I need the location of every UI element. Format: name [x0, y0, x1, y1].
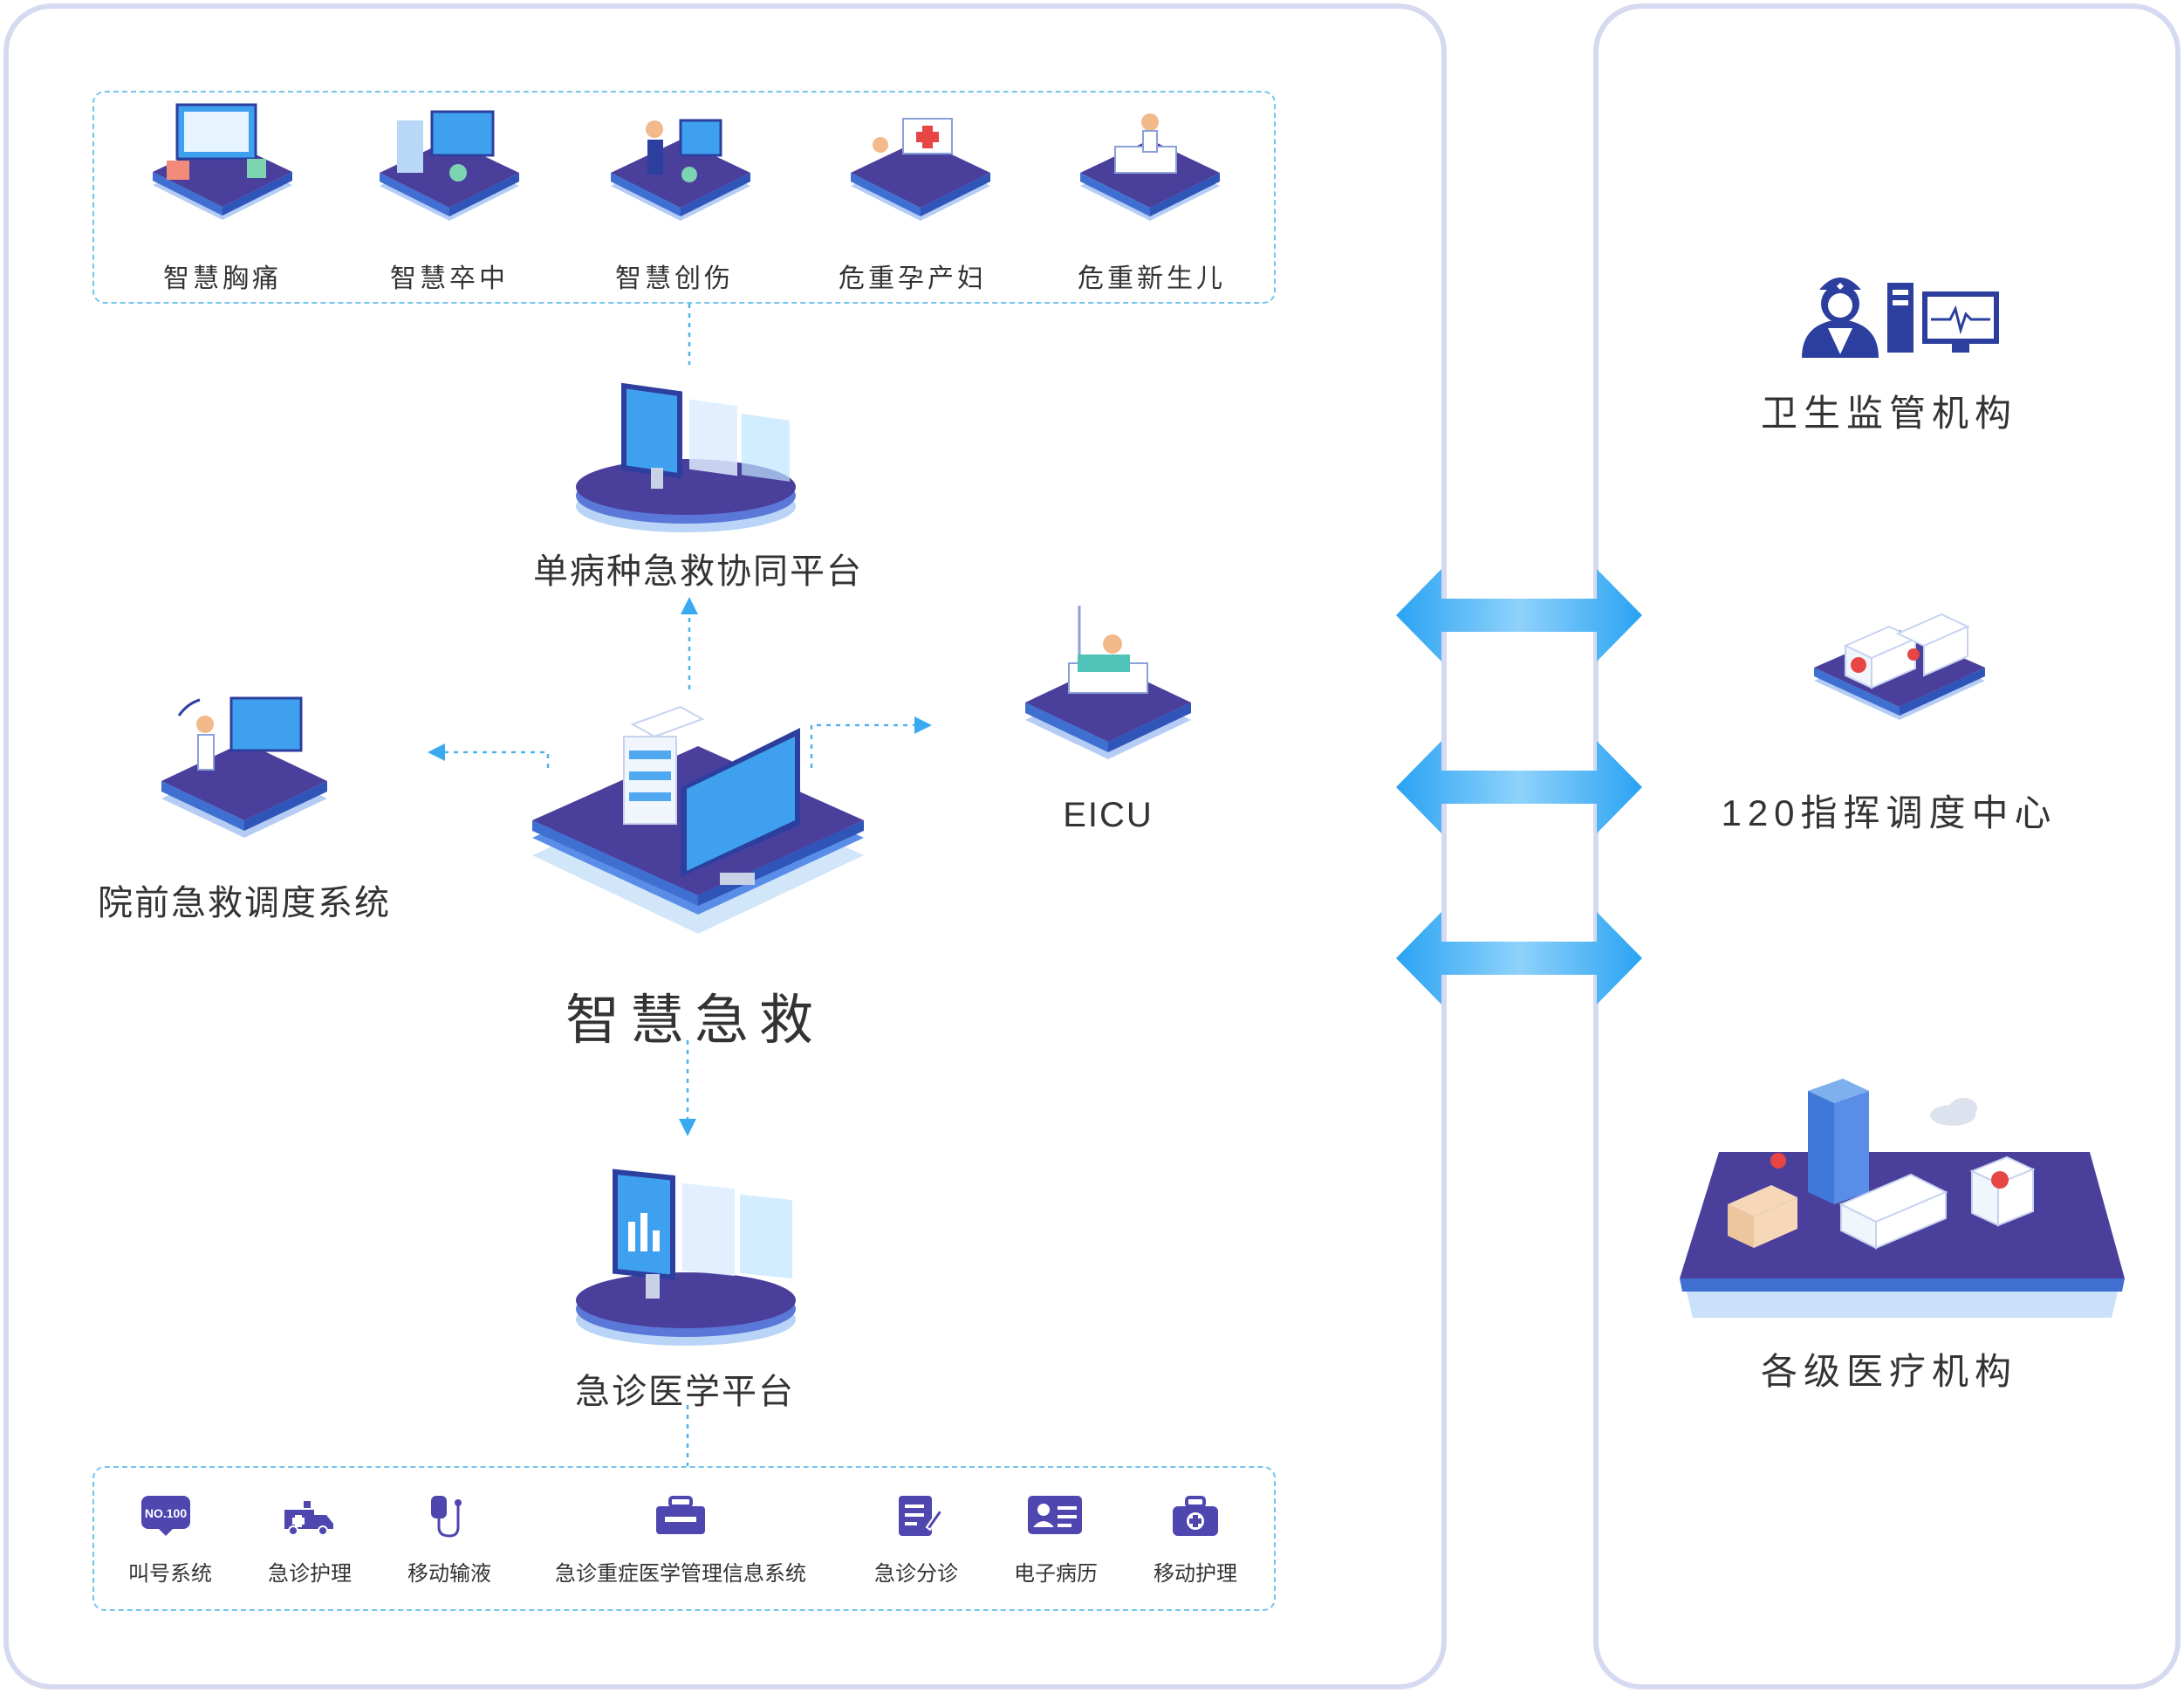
- module-stroke: 智慧卒中: [390, 264, 509, 293]
- emergency-platform-illustration: [576, 1169, 796, 1346]
- ambulance-icon: [284, 1501, 333, 1536]
- module-critical-maternal: 危重孕产妇: [839, 264, 987, 293]
- arrow-up-icon: [681, 597, 698, 614]
- number-badge-icon: NO.100: [141, 1496, 190, 1536]
- number-badge-text: NO.100: [145, 1506, 187, 1520]
- dispatch-center-label: 120指挥调度中心: [1721, 792, 2057, 833]
- arrow-left-icon: [428, 744, 445, 761]
- system-queue-calling: 叫号系统: [128, 1562, 212, 1586]
- arrow-right-icon: [914, 716, 932, 734]
- system-mobile-infusion: 移动输液: [407, 1562, 491, 1586]
- medical-kit-icon: [656, 1496, 705, 1534]
- link-center-to-eicu: [810, 723, 916, 768]
- center-platform-illustration: [532, 705, 864, 934]
- clipboard-icon: [899, 1496, 942, 1536]
- dispatch-center-illustration: [1814, 613, 1985, 720]
- chest-pain-illustration: [153, 103, 292, 220]
- module-chest-pain: 智慧胸痛: [163, 264, 282, 293]
- eicu-illustration: [1025, 606, 1191, 759]
- neonatal-illustration: [1080, 113, 1220, 221]
- double-arrow-icon: [1396, 741, 1642, 833]
- system-icu-management: 急诊重症医学管理信息系统: [555, 1562, 806, 1586]
- module-critical-neonatal: 危重新生儿: [1078, 264, 1226, 293]
- health-supervision-icon: [1802, 278, 1999, 358]
- eicu-label: EICU: [1063, 796, 1154, 834]
- medical-institutions-label: 各级医疗机构: [1760, 1351, 2018, 1392]
- emergency-platform-label: 急诊医学平台: [575, 1373, 795, 1411]
- arrow-down-icon: [679, 1119, 696, 1136]
- stroke-illustration: [380, 110, 519, 221]
- module-trauma: 智慧创伤: [615, 264, 734, 293]
- system-triage: 急诊分诊: [874, 1562, 958, 1586]
- external-panel: [1593, 3, 2181, 1690]
- double-arrow-icon: [1396, 569, 1642, 661]
- emergency-systems-box: [92, 1466, 1276, 1611]
- single-disease-platform-label: 单病种急救协同平台: [533, 552, 863, 591]
- medical-bag-icon: [1173, 1496, 1218, 1536]
- single-disease-platform-illustration: [576, 382, 796, 532]
- system-emergency-nursing: 急诊护理: [268, 1562, 352, 1586]
- trauma-illustration: [611, 119, 750, 221]
- double-arrow-icon: [1396, 912, 1642, 1004]
- system-emr: 电子病历: [1014, 1562, 1098, 1586]
- center-label: 智慧急救: [565, 990, 825, 1051]
- system-mobile-nursing: 移动护理: [1154, 1562, 1237, 1586]
- disease-modules-box: [92, 91, 1276, 304]
- medical-institutions-illustration: [1680, 1079, 2125, 1318]
- health-supervision-label: 卫生监管机构: [1760, 393, 2018, 434]
- prehospital-illustration: [161, 696, 327, 838]
- id-card-icon: [1028, 1496, 1082, 1534]
- prehospital-label: 院前急救调度系统: [98, 884, 391, 922]
- infusion-icon: [431, 1496, 462, 1538]
- maternal-illustration: [851, 118, 990, 221]
